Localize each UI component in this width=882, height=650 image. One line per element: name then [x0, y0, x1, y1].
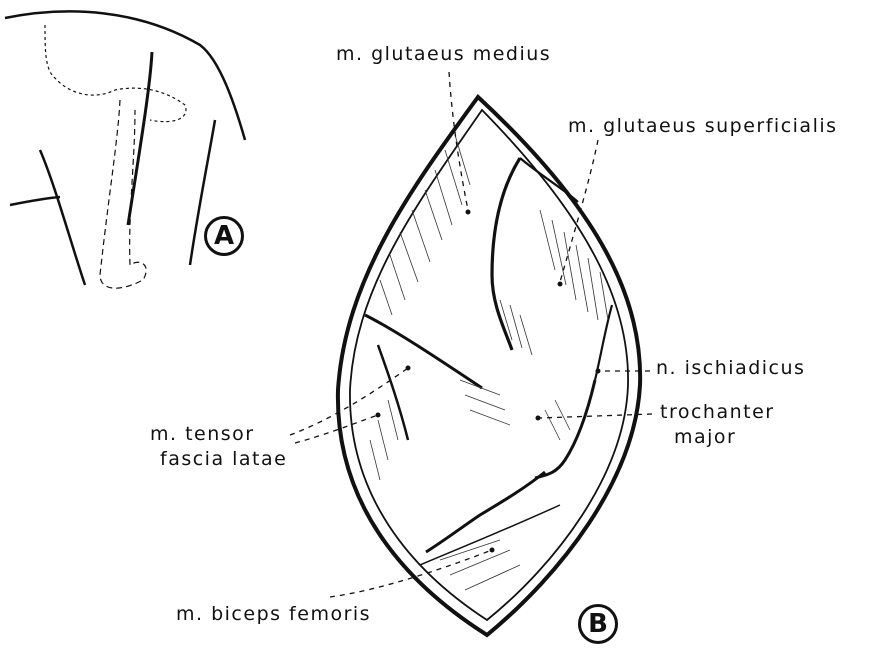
- panel-a-thigh-contour-left: [40, 150, 85, 285]
- leader-lines: [290, 72, 652, 597]
- label-tensor-fascia-latae: m. tensor fascia latae: [150, 424, 287, 470]
- label-trochanter-line2: major: [660, 427, 775, 448]
- label-tensor-line1: m. tensor: [150, 424, 287, 445]
- panel-a-dashed-outline: [100, 100, 146, 288]
- panel-a-leg-line: [10, 197, 60, 205]
- label-biceps-femoris: m. biceps femoris: [176, 604, 371, 625]
- leader-glutaeus-medius: [449, 72, 468, 210]
- incision-outer-edge: [338, 97, 640, 635]
- label-glutaeus-medius: m. glutaeus medius: [336, 44, 551, 65]
- label-trochanter-line1: trochanter: [660, 402, 775, 423]
- tensor-lower-boundary: [378, 345, 408, 440]
- label-ischiadicus: n. ischiadicus: [656, 358, 805, 379]
- label-tensor-line2: fascia latae: [160, 449, 287, 470]
- panel-a-back-contour: [5, 11, 245, 140]
- label-trochanter: trochanter major: [660, 402, 775, 448]
- ischiadicus-nerve-lower: [535, 380, 595, 478]
- label-dots: [376, 210, 601, 553]
- panel-b-marker: B: [578, 604, 618, 644]
- panel-a-dotted-outline: [45, 25, 186, 122]
- biceps-lower-edge: [420, 505, 560, 565]
- tensor-upper-boundary: [365, 315, 482, 388]
- panel-a-marker: A: [204, 216, 244, 256]
- panel-b-dissection: [290, 72, 652, 635]
- panel-a-incision: [128, 52, 152, 225]
- leader-tensor-2: [295, 415, 378, 443]
- biceps-boundary: [426, 472, 545, 552]
- label-glutaeus-superficialis: m. glutaeus superficialis: [568, 116, 838, 137]
- gluteus-ridge: [520, 158, 578, 202]
